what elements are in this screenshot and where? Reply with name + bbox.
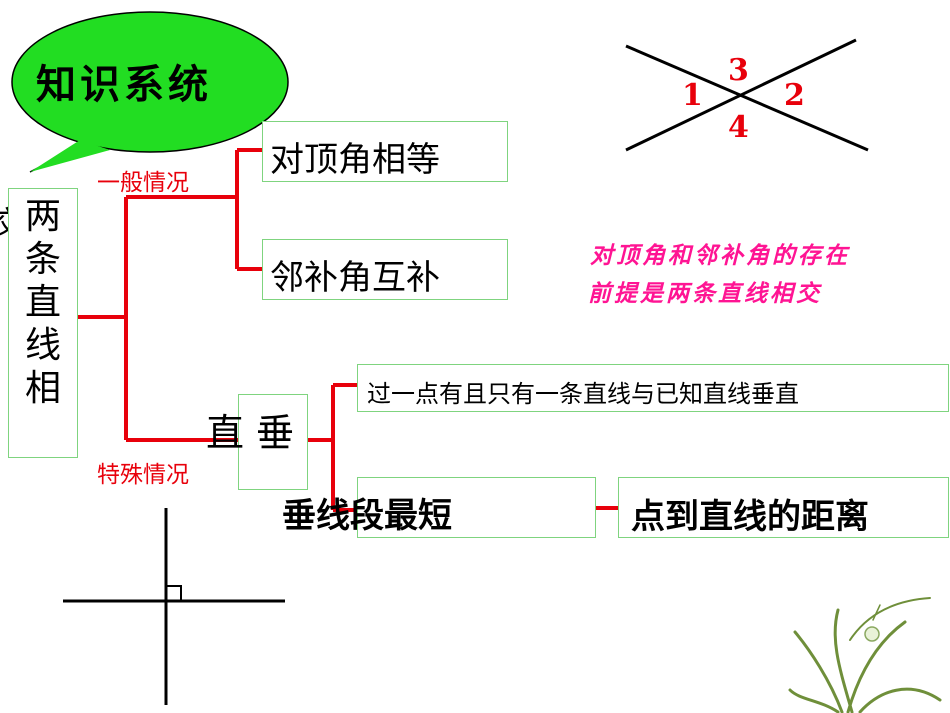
perpendicular-diagram: [63, 508, 285, 705]
root-char: 条: [24, 239, 61, 280]
unique-perpendicular-text: 过一点有且只有一条直线与已知直线垂直: [367, 380, 799, 408]
vertical-angles-text: 对顶角相等: [270, 140, 440, 180]
perpendicular-node-box: [238, 394, 308, 490]
root-char: 两: [24, 196, 61, 237]
special-case-label: 特殊情况: [97, 462, 189, 488]
orchid-decoration: [788, 597, 942, 713]
angle-label-2: 2: [784, 78, 805, 113]
speech-bubble: [11, 11, 289, 173]
vertical-angles-box: 对顶角相等: [262, 121, 508, 182]
general-case-label: 一般情况: [97, 170, 189, 196]
angle-label-4: 4: [728, 110, 749, 145]
note-line-1: 对顶角和邻补角的存在: [590, 242, 850, 269]
angle-label-3: 3: [728, 53, 749, 88]
perpendicular-node-left: 直: [206, 411, 245, 455]
distance-box: 点到直线的距离: [618, 477, 949, 538]
adjacent-angles-text: 邻补角互补: [270, 258, 440, 298]
shortest-segment-box: [357, 477, 596, 538]
root-char: 相: [24, 368, 61, 409]
shortest-segment-text: 垂线段最短: [282, 496, 452, 536]
note-line-2: 前提是两条直线相交: [588, 280, 822, 307]
adjacent-angles-box: 邻补角互补: [262, 239, 508, 300]
root-char: 直: [24, 282, 61, 323]
unique-perpendicular-box: 过一点有且只有一条直线与已知直线垂直: [357, 364, 949, 412]
angle-label-1: 1: [682, 78, 703, 113]
root-vertical-text: 两 条 直 线 相: [20, 195, 66, 410]
distance-text: 点到直线的距离: [631, 497, 869, 537]
tree-connectors: [78, 148, 618, 512]
root-box: 两 条 直 线 相: [8, 188, 78, 458]
root-char: 线: [24, 325, 61, 366]
bubble-title: 知识系统: [36, 61, 212, 108]
perpendicular-node-right: 垂: [256, 411, 295, 455]
angle-diagram-lines: [625, 38, 869, 152]
